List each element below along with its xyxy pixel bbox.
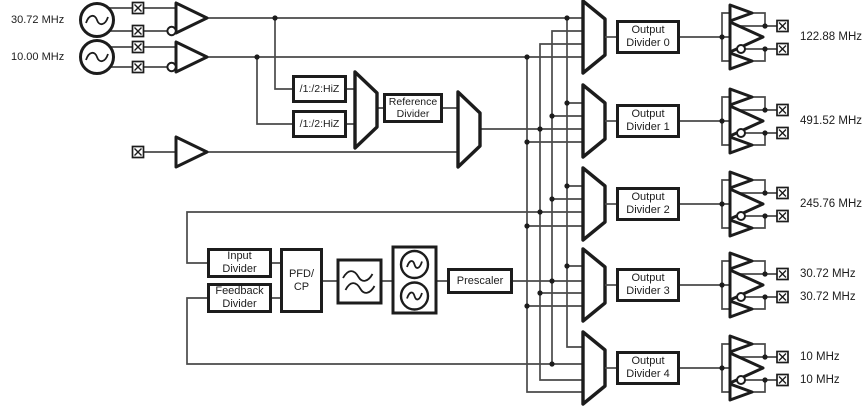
output-divider-4-block: Output Divider 4 [616, 351, 680, 385]
input-freq-label-top: 30.72 MHz [11, 14, 65, 26]
feedback-divider-label-1: Feedback [215, 285, 264, 298]
output-divider-1-label-1: Output [631, 108, 665, 121]
channel-mux-4 [581, 330, 618, 406]
channel-mux-3 [581, 247, 618, 323]
output-divider-0-block: Output Divider 0 [616, 20, 680, 54]
feedback-divider-block: Feedback Divider [207, 283, 272, 313]
channel-mux-2 [581, 166, 618, 242]
input-buffer-3-icon [174, 135, 209, 169]
hiz-divider-1-block: /1:/2:HiZ [292, 75, 347, 103]
hiz-divider-2-label: /1:/2:HiZ [299, 117, 340, 130]
output-divider-2-label-1: Output [631, 191, 665, 204]
output-divider-0-label-1: Output [631, 24, 665, 37]
wires-layer [109, 7, 583, 393]
output-buffer-cluster-0 [680, 5, 788, 69]
output-divider-2-label-2: Divider 2 [626, 204, 670, 216]
input-pin-icon [131, 60, 145, 74]
input-divider-block: Input Divider [207, 248, 272, 278]
vco-icon [391, 245, 438, 315]
output-divider-3-label-1: Output [631, 272, 665, 285]
channel-4-freq-label-bottom: 10 MHz [800, 374, 840, 386]
input-pin-icon [131, 24, 145, 38]
output-buffer-cluster-2 [680, 172, 788, 236]
junction-dots [254, 15, 570, 367]
output-divider-3-block: Output Divider 3 [616, 268, 680, 302]
prescaler-label: Prescaler [456, 274, 504, 287]
reference-divider-label-1: Reference [388, 95, 438, 108]
output-buffer-cluster-1 [680, 89, 788, 153]
output-buffer-cluster-3 [680, 253, 788, 317]
oscillator-1-icon [79, 2, 115, 38]
hiz-divider-1-label: /1:/2:HiZ [299, 82, 340, 95]
input-divider-label-1: Input [227, 250, 252, 263]
input-buffer-2-icon [166, 40, 209, 74]
output-divider-1-label-2: Divider 1 [626, 121, 670, 133]
channel-4-freq-label-top: 10 MHz [800, 351, 840, 363]
channel-3-freq-label-top: 30.72 MHz [800, 268, 856, 280]
channel-1-freq-label: 491.52 MHz [800, 115, 863, 127]
input-freq-label-bottom: 10.00 MHz [11, 51, 65, 63]
pfd-cp-block: PFD/ CP [280, 248, 323, 313]
output-divider-4-label-1: Output [631, 355, 665, 368]
reference-mux-2 [456, 90, 482, 169]
output-divider-2-block: Output Divider 2 [616, 187, 680, 221]
prescaler-block: Prescaler [447, 268, 513, 294]
output-buffer-cluster-4 [680, 336, 788, 400]
input-pin-icon [131, 40, 145, 54]
oscillator-2-icon [79, 39, 115, 75]
output-divider-1-block: Output Divider 1 [616, 104, 680, 138]
output-divider-0-label-2: Divider 0 [626, 37, 670, 49]
output-divider-3-label-2: Divider 3 [626, 285, 670, 297]
channel-mux-1 [581, 83, 618, 159]
loop-filter-icon [336, 258, 383, 305]
pfd-cp-label-1: PFD/ [288, 267, 315, 280]
pfd-cp-label-2: CP [293, 280, 310, 293]
output-divider-4-label-2: Divider 4 [626, 368, 670, 380]
input-divider-label-2: Divider [222, 263, 257, 275]
hiz-divider-2-block: /1:/2:HiZ [292, 110, 347, 138]
reference-divider-label-2: Divider [396, 108, 430, 120]
reference-mux-1 [353, 70, 379, 150]
reference-divider-block: Reference Divider [383, 93, 443, 123]
channel-mux-0 [581, 0, 618, 75]
input-pin-icon [131, 1, 145, 15]
feedback-divider-label-2: Divider [222, 298, 257, 310]
channel-3-freq-label-bottom: 30.72 MHz [800, 291, 856, 303]
input-buffer-1-icon [166, 1, 209, 37]
channel-2-freq-label: 245.76 MHz [800, 198, 863, 210]
input-pin-icon [131, 145, 145, 159]
channel-0-freq-label: 122.88 MHz [800, 31, 863, 43]
